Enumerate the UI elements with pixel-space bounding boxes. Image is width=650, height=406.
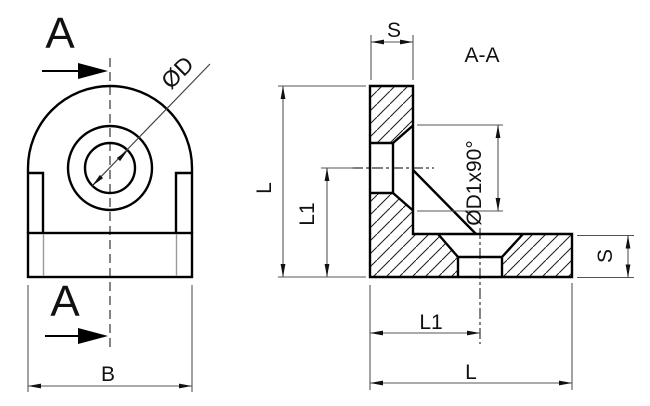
arrowhead-icon: [179, 383, 192, 389]
bottom-dimensions: [369, 283, 573, 390]
height-dimension: [278, 85, 366, 278]
arrowhead-icon: [495, 198, 501, 211]
arrowhead-icon: [92, 174, 104, 186]
arrowhead-icon: [324, 168, 330, 181]
dim-label-height: L: [253, 182, 276, 194]
front-view: A A ØD B: [26, 9, 211, 392]
arrowhead-icon: [370, 330, 383, 336]
section-arrow-top-icon: [78, 63, 108, 79]
section-letter-top: A: [45, 9, 75, 58]
hole-height-dimension: [321, 167, 354, 277]
arrowhead-icon: [371, 39, 384, 45]
dim-label-hole-offset: L1: [419, 311, 442, 334]
arrowhead-icon: [280, 86, 286, 99]
arrowhead-icon: [559, 380, 572, 386]
arrowhead-icon: [467, 330, 480, 336]
section-view: A-A: [253, 19, 634, 390]
section-cut-marks: A A: [42, 9, 108, 344]
section-arrow-bottom-icon: [78, 328, 108, 344]
dim-label-diameter: ØD: [156, 51, 199, 94]
countersink-dimension: [417, 124, 503, 212]
dim-label-thickness-top: S: [387, 19, 401, 42]
width-dimension: [27, 285, 193, 392]
arrowhead-icon: [28, 383, 41, 389]
arrowhead-icon: [116, 150, 128, 162]
arrowhead-icon: [370, 380, 383, 386]
dim-label-countersink: ØD1x90°: [463, 140, 486, 225]
arrowhead-icon: [625, 264, 631, 278]
dim-label-thickness-right: S: [594, 249, 617, 263]
arrowhead-icon: [280, 264, 286, 277]
section-outline: [368, 84, 574, 279]
arrowhead-icon: [324, 264, 330, 277]
section-title: A-A: [464, 44, 499, 67]
dim-label-hole-height: L1: [296, 202, 319, 225]
arrowhead-icon: [495, 125, 501, 138]
arrowhead-icon: [625, 235, 631, 249]
front-outline: [26, 84, 194, 279]
section-letter-bottom: A: [50, 277, 80, 326]
dim-label-length: L: [465, 361, 477, 384]
arrowhead-icon: [400, 39, 413, 45]
dim-label-width: B: [101, 363, 115, 386]
